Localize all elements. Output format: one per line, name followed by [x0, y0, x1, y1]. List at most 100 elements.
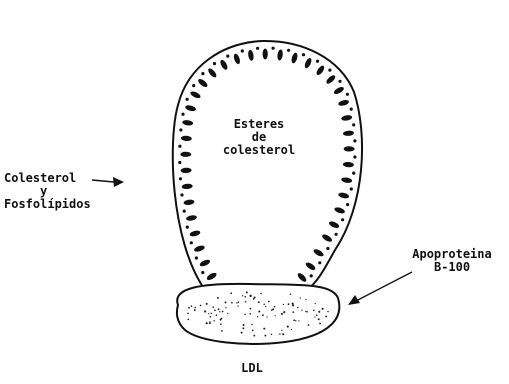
- phospholipid-bead: [277, 49, 284, 61]
- apoprotein-stipple-dot: [238, 301, 240, 303]
- apoprotein-stipple-dot: [297, 307, 299, 309]
- apoprotein-stipple-dot: [258, 310, 260, 312]
- core-label: Esteres de colesterol: [214, 118, 304, 157]
- apoprotein-stipple-dot: [295, 320, 296, 321]
- apoprotein-stipple-dot: [188, 307, 190, 309]
- apoprotein-stipple-dot: [191, 305, 193, 307]
- cholesterol-dot: [183, 210, 186, 213]
- phospholipid-bead: [233, 53, 242, 65]
- phospholipid-bead: [263, 49, 268, 60]
- phospholipid-shell: [178, 47, 356, 284]
- phospholipid-bead: [334, 206, 346, 214]
- apoprotein-stipple-dot: [281, 313, 282, 314]
- apoprotein-stipple-dot: [194, 307, 196, 309]
- cholesterol-dot: [186, 226, 189, 229]
- apoprotein-stipple-dot: [243, 324, 245, 326]
- phospholipid-bead: [328, 220, 340, 229]
- cholesterol-dot: [178, 161, 181, 164]
- apoprotein-stipple-dot: [308, 324, 310, 326]
- cholesterol-dot: [338, 80, 341, 83]
- apoprotein-stipple-dot: [246, 291, 248, 293]
- apoprotein-stipple-dot: [188, 319, 189, 320]
- phospholipid-bead: [189, 90, 201, 99]
- apoprotein-stipple-dot: [327, 311, 328, 312]
- cholesterol-dot: [353, 139, 356, 142]
- phospholipid-bead: [296, 272, 307, 283]
- apoprotein-stipple-dot: [313, 309, 315, 311]
- apoprotein-stipple-dot: [271, 334, 272, 335]
- phospholipid-bead: [341, 114, 353, 121]
- apoprotein-stipple-dot: [266, 316, 267, 317]
- cholesterol-dot: [201, 271, 204, 274]
- phospholipid-bead: [315, 64, 326, 76]
- apoprotein-stipple-dot: [318, 318, 320, 320]
- phospholipid-bead: [193, 244, 205, 252]
- phospholipid-bead: [180, 168, 191, 174]
- phospholipid-bead: [247, 49, 254, 61]
- phospholipid-bead: [321, 233, 333, 243]
- apoprotein-stipple-dot: [208, 313, 209, 314]
- apoprotein-stipple-dot: [283, 311, 285, 313]
- phospholipid-bead: [313, 248, 325, 258]
- cholesterol-dot: [328, 69, 331, 72]
- cholesterol-dot: [326, 247, 329, 250]
- cholesterol-dot: [192, 84, 195, 87]
- apoprotein-stipple-dot: [263, 328, 265, 330]
- phospholipid-bead: [343, 162, 354, 168]
- cholesterol-dot: [201, 72, 204, 75]
- apoprotein-stipple-dot: [282, 333, 284, 335]
- cholesterol-dot: [190, 241, 193, 244]
- phospholipid-bead: [186, 214, 198, 221]
- apoprotein-stipple-dot: [209, 321, 210, 322]
- apoprotein-stipple-dot: [319, 323, 321, 325]
- cholesterol-dot: [352, 123, 355, 126]
- apoprotein-stipple-dot: [281, 330, 282, 331]
- cholesterol-dot: [350, 108, 353, 111]
- apoprotein-stipple-dot: [314, 316, 315, 317]
- apoprotein-stipple-dot: [306, 311, 308, 313]
- apoprotein-stipple-dot: [258, 301, 260, 303]
- cholesterol-dot: [272, 47, 275, 50]
- phospholipid-bead: [341, 177, 353, 184]
- phospholipid-bead: [183, 199, 195, 206]
- apoprotein-stipple-dot: [283, 304, 284, 305]
- apoprotein-label-line2: B-100: [404, 261, 500, 274]
- apoprotein-stipple-dot: [220, 323, 222, 325]
- apoprotein-stipple-dot: [249, 313, 251, 315]
- apoprotein-stipple-dot: [200, 305, 202, 307]
- phospholipid-bead: [344, 146, 355, 151]
- cholesterol-dot: [341, 218, 344, 221]
- apoprotein-stipple-dot: [291, 329, 292, 330]
- diagram-title: LDL: [232, 362, 272, 375]
- apoprotein-stipple-dot: [227, 313, 228, 314]
- phospholipid-bead: [197, 78, 209, 89]
- apoprotein-stipple-dot: [230, 292, 232, 294]
- phospholipid-bead: [338, 99, 350, 107]
- cholesterol-dot: [178, 145, 181, 148]
- apoprotein-stipple-dot: [260, 293, 262, 295]
- apoprotein-stipple-dot: [305, 299, 306, 300]
- cholesterol-dot: [287, 49, 290, 52]
- apoprotein-stipple-dot: [263, 304, 265, 306]
- cholesterol-dot: [318, 261, 321, 264]
- cholesterol-label-line1: Colesterol: [4, 172, 91, 185]
- phospholipid-bead: [290, 52, 298, 64]
- apoprotein-stipple-dot: [290, 294, 292, 296]
- apoprotein-stipple-dot: [253, 335, 255, 337]
- apoprotein-stipple-dot: [251, 324, 253, 326]
- apoprotein-stipple-dot: [217, 297, 219, 299]
- phospholipid-bead: [185, 104, 197, 112]
- apoprotein-stipple-dot: [242, 295, 243, 296]
- phospholipid-bead: [180, 152, 191, 157]
- apoprotein-stipple-dot: [275, 315, 276, 316]
- cholesterol-dot: [179, 128, 182, 131]
- apoprotein-stipple-dot: [214, 310, 216, 312]
- phospholipid-bead: [182, 119, 194, 126]
- apoprotein-stipple-dot: [298, 320, 299, 321]
- core-label-line3: colesterol: [214, 144, 304, 157]
- cholesterol-dot: [335, 233, 338, 236]
- apoprotein-stipple-dot: [218, 308, 220, 310]
- phospholipid-bead: [303, 57, 312, 69]
- cholesterol-dot: [352, 172, 355, 175]
- cholesterol-label: Colesterol y Fosfolípidos: [4, 172, 91, 211]
